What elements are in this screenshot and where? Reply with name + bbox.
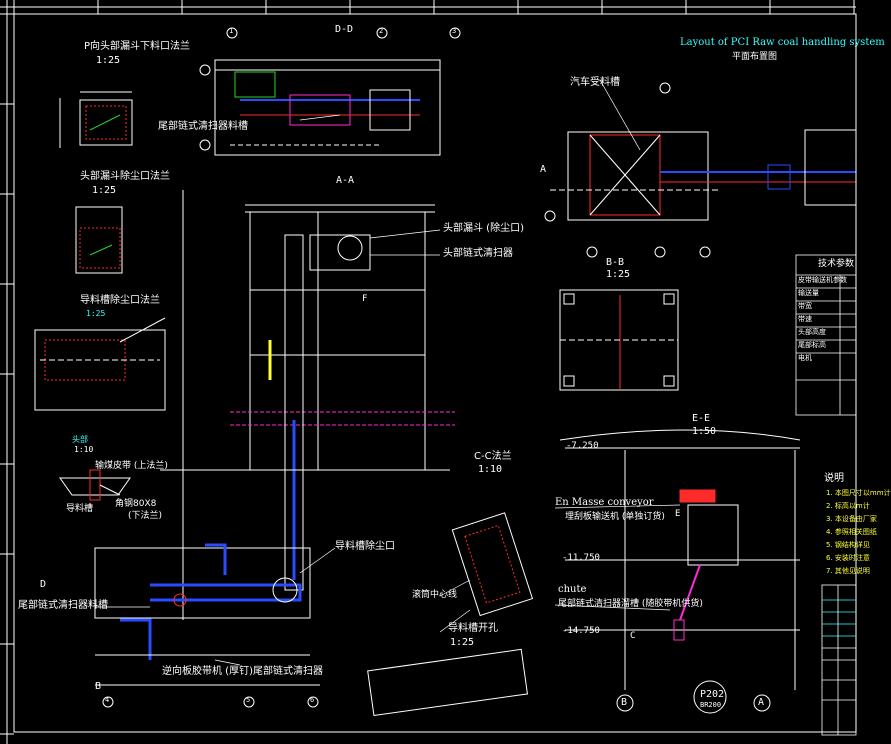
legend-row: 1. 本图尺寸以mm计 xyxy=(826,489,891,497)
title-block xyxy=(821,584,857,736)
legend-row: 2. 标高以m计 xyxy=(826,502,870,510)
label-flange-top: 输煤皮带 (上法兰) xyxy=(95,461,168,471)
label-chute-cn: 尾部链式清扫器溜槽 (随胶带机供货) xyxy=(558,599,703,609)
label-en-masse: En Masse conveyor xyxy=(555,497,654,508)
drawing-subtitle: 平面布置图 xyxy=(732,52,778,62)
view-scale-cc: 1:10 xyxy=(478,464,503,475)
label-flange-guide: 导料槽 xyxy=(66,504,94,514)
table-row: 输送量 xyxy=(798,289,819,297)
axis-label-3: 3 xyxy=(452,27,457,35)
legend-list: 1. 本图尺寸以mm计 2. 标高以m计 3. 本设备由厂家 4. 参照相关图纸… xyxy=(826,489,891,575)
legend-row: 6. 安装时注意 xyxy=(826,554,870,562)
detail-view xyxy=(59,469,131,501)
cad-drawing-canvas xyxy=(0,0,857,744)
axis-bubbles xyxy=(102,27,771,714)
view-scale-flange-1: 1:25 xyxy=(96,55,121,66)
view-ee xyxy=(559,429,801,690)
table-title: 技术参数 xyxy=(818,259,855,269)
param-table xyxy=(795,254,857,416)
label-elev-1: -7.250 xyxy=(566,441,599,451)
section-mark-d: D xyxy=(40,579,47,590)
view-cc xyxy=(367,512,534,717)
label-flange-mid: 角钢80X8 xyxy=(115,499,157,509)
plan-view xyxy=(550,129,857,221)
table-row: 带速 xyxy=(798,315,812,323)
axis-label-1: 1 xyxy=(229,27,234,35)
label-en-masse-cn: 埋刮板输送机 (单独订货) xyxy=(565,512,665,522)
label-car-unload: 汽车受料槽 xyxy=(570,77,620,88)
view-title-detail: 头部 xyxy=(72,435,88,444)
label-belt-conveyor: 逆向板胶带机 (厚钉) xyxy=(162,666,253,677)
legend-title: 说明 xyxy=(824,473,844,484)
view-title-bb: B-B xyxy=(606,257,625,268)
label-chute: chute xyxy=(558,584,587,595)
section-mark-c: C xyxy=(630,631,636,641)
drawing-title: Layout of PCI Raw coal handling system xyxy=(680,37,885,48)
label-chute-dust: 导料槽除尘口 xyxy=(335,541,395,552)
flange-view-2 xyxy=(75,206,123,274)
view-title-ee: E-E xyxy=(692,413,711,424)
view-scale-flange-2: 1:25 xyxy=(92,185,117,196)
label-flange-bot: (下法兰) xyxy=(128,511,163,521)
section-mark-f: F xyxy=(362,294,368,304)
axis-label-b: B xyxy=(621,697,628,708)
label-elev-3: -14.750 xyxy=(562,626,600,636)
label-dd-note: 尾部链式清扫器料槽 xyxy=(158,121,248,132)
view-title-flange-2: 头部漏斗除尘口法兰 xyxy=(80,171,170,182)
section-mark-b: B xyxy=(95,681,102,692)
section-mark-a: A xyxy=(540,164,547,175)
label-head-cleaner: 头部链式清扫器 xyxy=(443,248,513,259)
view-scale-detail: 1:10 xyxy=(74,445,94,454)
drawing-number: P202 xyxy=(700,689,725,700)
axis-label-a: A xyxy=(758,697,765,708)
section-mark-e: E xyxy=(675,509,681,519)
axis-label-4: 4 xyxy=(105,696,110,704)
axis-label-2: 2 xyxy=(379,27,384,35)
axis-label-6: 6 xyxy=(310,696,315,704)
label-scale-125: 1:25 xyxy=(450,637,475,648)
table-row: 皮带输送机参数 xyxy=(798,276,847,284)
view-scale-bb: 1:25 xyxy=(606,269,631,280)
legend-row: 7. 其他见说明 xyxy=(826,567,870,575)
view-dd xyxy=(214,59,441,156)
flange-view-3 xyxy=(34,317,166,411)
view-title-cc: C-C法兰 xyxy=(474,451,512,462)
view-aa xyxy=(94,190,455,686)
table-row: 带宽 xyxy=(798,302,812,310)
table-row: 头部高度 xyxy=(798,328,826,336)
param-table-rows: 皮带输送机参数 输送量 带宽 带速 头部高度 尾部标高 电机 xyxy=(798,276,847,368)
legend-row: 5. 钢结构详见 xyxy=(826,541,870,549)
view-scale-ee: 1:50 xyxy=(692,426,717,437)
view-title-aa: A-A xyxy=(336,175,355,186)
view-title-flange-1: P向头部漏斗下料口法兰 xyxy=(84,41,191,52)
view-title-dd: D-D xyxy=(335,24,354,35)
label-chute-hole: 导料槽开孔 xyxy=(448,623,498,634)
leader-lines xyxy=(95,79,681,666)
label-elev-2: -11.750 xyxy=(562,553,600,563)
axis-label-5: 5 xyxy=(246,696,251,704)
label-tail-cleaner: 尾部链式清扫器料槽 xyxy=(18,600,108,611)
view-bb xyxy=(559,289,679,391)
view-title-flange-3: 导料槽除尘口法兰 xyxy=(80,295,160,306)
table-row: 尾部标高 xyxy=(798,341,826,349)
view-scale-flange-3: 1:25 xyxy=(86,309,106,318)
label-head-funnel: 头部漏斗 (除尘口) xyxy=(443,223,524,234)
flange-view-1 xyxy=(59,91,133,148)
table-row: 电机 xyxy=(798,354,812,362)
label-center-line: 滚筒中心线 xyxy=(412,590,458,600)
legend-row: 3. 本设备由厂家 xyxy=(826,515,877,523)
legend-row: 4. 参照相关图纸 xyxy=(826,528,877,536)
label-tail-chain: 尾部链式清扫器 xyxy=(253,666,323,677)
drawing-subnumber: BR200 xyxy=(700,701,722,709)
